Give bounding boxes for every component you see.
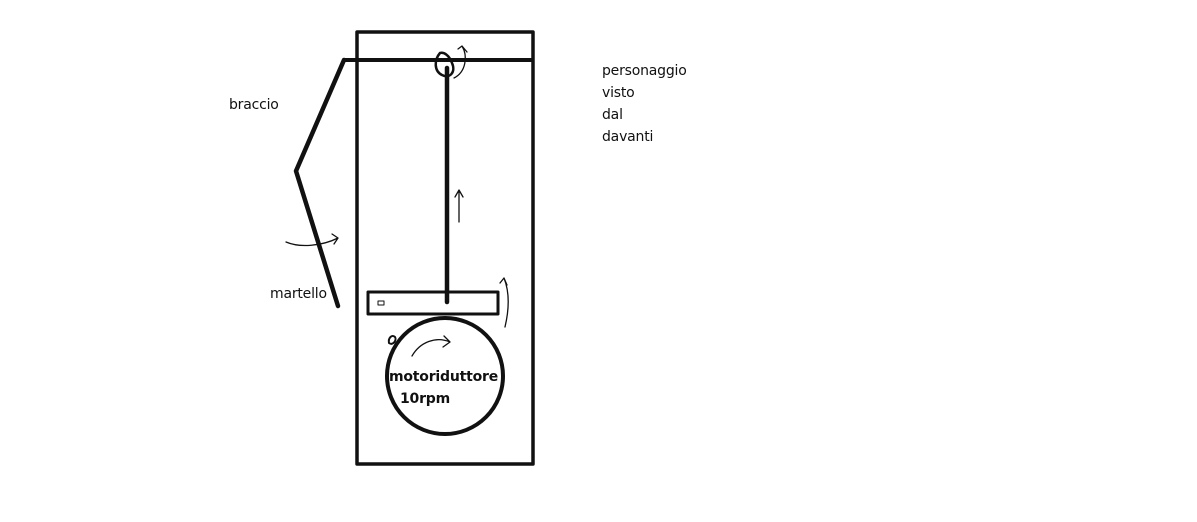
motor-rotation-arrow: [411, 335, 451, 357]
top-pivot: [434, 51, 455, 78]
slider-bar: [366, 290, 500, 316]
arm-linkage: [293, 57, 347, 309]
top-rotation-arrow: [453, 45, 468, 79]
label-braccio: braccio: [229, 97, 279, 113]
note-line-2: visto: [602, 85, 635, 101]
note-line-1: personaggio: [602, 63, 687, 79]
enclosure-box: [355, 30, 535, 466]
label-motor-name: motoriduttore: [389, 369, 499, 385]
label-martello: martello: [270, 286, 327, 302]
slider-rotation-arrow: [499, 277, 509, 328]
up-arrow: [454, 189, 464, 223]
note-line-4: davanti: [602, 129, 654, 145]
hammer-rotation-arrow: [285, 233, 339, 247]
slider-small-mark: [377, 300, 385, 306]
side-note: personaggio visto dal davanti: [602, 60, 687, 148]
crank-pin: [387, 334, 397, 345]
motor-circle: [385, 316, 505, 436]
label-motor-speed: 10rpm: [400, 391, 450, 407]
note-line-3: dal: [602, 107, 623, 123]
